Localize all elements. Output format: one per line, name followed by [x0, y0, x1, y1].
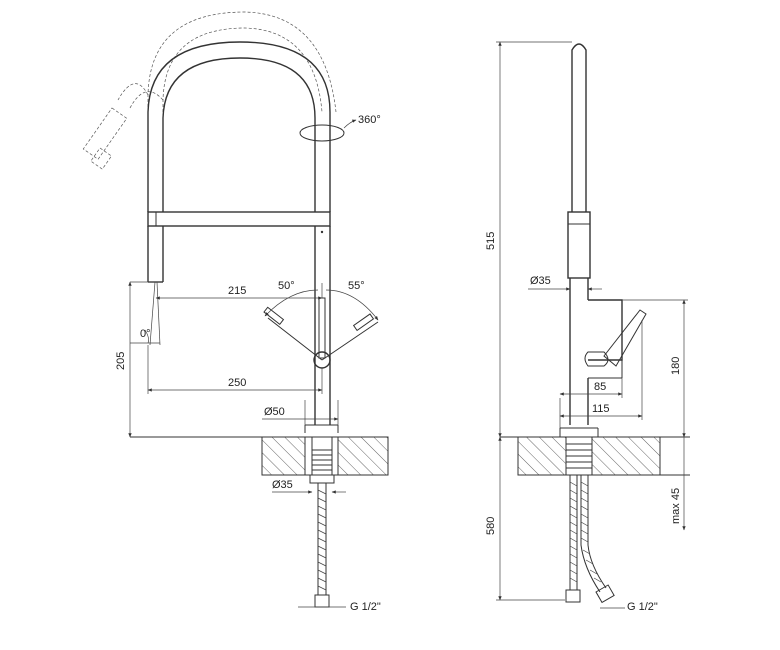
countertop-side [500, 427, 690, 476]
dim-580-label: 580 [485, 517, 497, 535]
side-view: Ø35 85 115 180 515 [485, 41, 690, 613]
faucet-body-front [304, 226, 339, 433]
thread-side-label: G 1/2" [627, 601, 658, 613]
dim-580: 580 [485, 436, 565, 601]
dim-250: 250 [147, 345, 323, 394]
countertop-front [130, 436, 389, 476]
angle-left-label: 50° [278, 280, 295, 292]
dim-85-label: 85 [594, 381, 606, 393]
front-view: 360° [82, 11, 389, 613]
dim-515: 515 [485, 41, 572, 438]
rotation-indicator: 360° [299, 114, 381, 142]
dim-max45: max 45 [670, 437, 686, 531]
dim-215-label: 215 [228, 285, 246, 297]
dim-205: 205 [115, 281, 160, 438]
dim-d50: Ø50 [262, 400, 339, 425]
dim-215: 215 [155, 285, 323, 300]
dim-d35-front-label: Ø35 [272, 479, 293, 491]
dim-d35-side: Ø35 [528, 275, 602, 291]
crossbar [147, 211, 331, 227]
rotation-label: 360° [358, 114, 381, 126]
lever-front: 50° 55° [263, 280, 379, 369]
dim-205-label: 205 [115, 352, 127, 370]
dim-85: 85 [559, 378, 623, 437]
ghost-spout [82, 11, 337, 212]
angle-right-label: 55° [348, 280, 365, 292]
dim-max45-label: max 45 [670, 488, 682, 524]
thread-front-label: G 1/2" [350, 601, 381, 613]
faucet-body-side [567, 43, 591, 425]
angle-zero-label: 0° [140, 328, 151, 340]
dim-d35-side-label: Ø35 [530, 275, 551, 287]
spout-arc [147, 41, 331, 212]
lever-side [584, 299, 647, 379]
dim-d50-label: Ø50 [264, 406, 285, 418]
shank-front [309, 437, 335, 484]
dim-180-label: 180 [670, 357, 682, 375]
angle-zero: 0° [130, 328, 160, 344]
dim-115: 115 [559, 320, 643, 420]
dim-515-label: 515 [485, 232, 497, 250]
dim-d35-front: Ø35 [272, 479, 346, 494]
dim-115-label: 115 [592, 403, 610, 415]
dim-180: 180 [622, 299, 688, 438]
supply-hoses-side: G 1/2" [565, 475, 658, 613]
supply-hose-front: G 1/2" [298, 483, 381, 613]
dim-250-label: 250 [228, 377, 246, 389]
